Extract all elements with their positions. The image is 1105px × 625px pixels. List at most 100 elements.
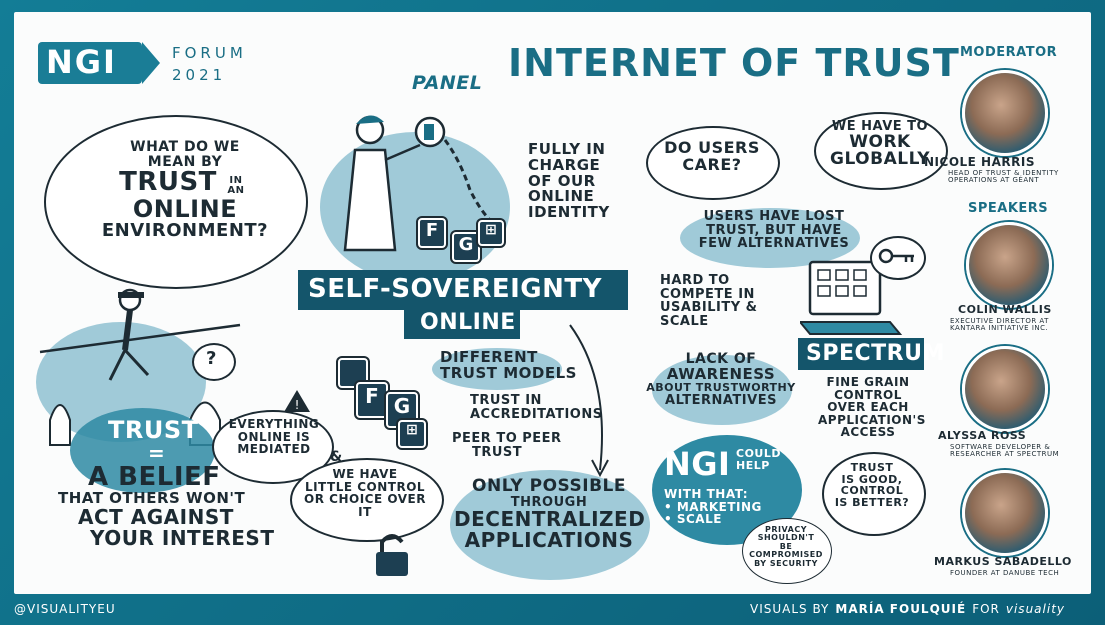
little-control-text: WE HAVE LITTLE CONTROL OR CHOICE OVER IT bbox=[300, 468, 430, 518]
accreditations-text: TRUST IN ACCREDITATIONS bbox=[470, 394, 603, 421]
speaker-name-2: ALYSSA ROSS bbox=[938, 429, 1027, 442]
aware-line4: ALTERNATIVES bbox=[665, 392, 777, 408]
google-letter: G bbox=[458, 234, 474, 255]
control-line1: WE HAVE bbox=[332, 467, 398, 481]
spectrum-banner bbox=[798, 338, 924, 370]
grain-line4: APPLICATION'S bbox=[818, 412, 926, 427]
compete-line2: COMPETE IN bbox=[660, 286, 755, 302]
accred-line1: TRUST IN bbox=[470, 393, 542, 408]
control-line3: OR CHOICE OVER bbox=[304, 492, 426, 507]
help-line2: HELP bbox=[736, 458, 770, 472]
privacy-line4: BY SECURITY bbox=[754, 558, 818, 568]
warning-icon: ! bbox=[284, 390, 310, 412]
decentral-line2: THROUGH bbox=[510, 494, 588, 510]
moderator-heading: MODERATOR bbox=[960, 45, 1058, 60]
decentral-line4: APPLICATIONS bbox=[464, 528, 634, 553]
globally-line2: WORK bbox=[849, 131, 911, 152]
speaker-avatar-1 bbox=[966, 222, 1052, 308]
flow-arrow bbox=[569, 324, 609, 478]
panel-label: PANEL bbox=[412, 72, 483, 94]
good-line1: TRUST bbox=[850, 461, 894, 474]
laptop-illustration bbox=[800, 260, 903, 335]
charge-line1: FULLY IN bbox=[528, 140, 606, 158]
help-line1: COULD bbox=[736, 447, 781, 460]
ngi-help-logo: NGI bbox=[664, 445, 731, 483]
facebook-lock-tile: F bbox=[418, 218, 446, 248]
mediated-line2: ONLINE IS bbox=[237, 429, 311, 444]
belief-line6: YOUR INTEREST bbox=[90, 526, 275, 551]
users-care-text: DO USERS CARE? bbox=[664, 139, 760, 174]
lost-trust-text: USERS HAVE LOST TRUST, BUT HAVE FEW ALTE… bbox=[694, 210, 854, 251]
globally-line1: WE HAVE TO bbox=[831, 119, 929, 134]
trust-models-text: DIFFERENT TRUST MODELS bbox=[440, 348, 577, 382]
ngi-logo-arrow bbox=[142, 42, 160, 84]
grain-line3: OVER EACH bbox=[827, 400, 909, 415]
belief-line4: THAT OTHERS WON'T bbox=[58, 489, 246, 508]
belief-line3: A BELIEF bbox=[88, 462, 221, 493]
footer-credit-brand: visuality bbox=[1005, 602, 1065, 616]
speakers-heading: SPEAKERS bbox=[968, 201, 1049, 216]
awareness-text: LACK OF AWARENESS ABOUT TRUSTWORTHY ALTE… bbox=[636, 352, 806, 408]
decentralized-blob bbox=[450, 470, 650, 580]
privacy-line3: BE COMPROMISED bbox=[749, 541, 823, 560]
models-line1: DIFFERENT bbox=[440, 348, 538, 366]
speaker-role-1: EXECUTIVE DIRECTOR AT KANTARA INITIATIVE… bbox=[950, 317, 1049, 333]
microsoft-icon: ⊞ bbox=[478, 220, 504, 246]
compete-line3: USABILITY & bbox=[660, 300, 758, 316]
belief-line2: = bbox=[148, 441, 166, 466]
with-line3: • SCALE bbox=[664, 512, 722, 527]
mediated-line1: EVERYTHING bbox=[228, 417, 320, 431]
peer-line2: TRUST bbox=[472, 444, 523, 460]
question-mark: ? bbox=[206, 348, 217, 369]
moderator-name: NICOLE HARRIS bbox=[924, 155, 1035, 169]
good-line3: CONTROL bbox=[840, 484, 904, 498]
globally-text: WE HAVE TO WORK GLOBALLY bbox=[830, 120, 930, 169]
decentralized-text: ONLY POSSIBLE THROUGH DECENTRALIZED APPL… bbox=[454, 477, 646, 553]
aware-line2: AWARENESS bbox=[666, 364, 776, 383]
trust-q-line2: MEAN BY bbox=[147, 153, 223, 170]
trust-q-line6: ENVIRONMENT? bbox=[101, 219, 269, 241]
lost-trust-blob bbox=[680, 208, 860, 268]
peer-to-peer-text: PEER TO PEER TRUST bbox=[452, 432, 562, 459]
trust-question-bubble bbox=[44, 115, 308, 289]
footer-handle: @VISUALITYEU bbox=[14, 602, 116, 616]
awareness-blob bbox=[652, 355, 792, 425]
privacy-bubble bbox=[742, 518, 832, 584]
trust-question-text: WHAT DO WE MEAN BY TRUST IN AN ONLINE EN… bbox=[90, 140, 280, 241]
with-that-text: WITH THAT: • MARKETING • SCALE bbox=[664, 488, 762, 526]
belief-line1: TRUST bbox=[108, 416, 199, 444]
models-line2: TRUST MODELS bbox=[440, 363, 577, 382]
online-title: ONLINE bbox=[420, 310, 516, 335]
trust-models-blob bbox=[432, 348, 562, 390]
fine-grain-text: FINE GRAIN CONTROL OVER EACH APPLICATION… bbox=[818, 375, 926, 439]
trust-good-text: TRUST IS GOOD, CONTROL IS BETTER? bbox=[828, 462, 916, 508]
svg-text:!: ! bbox=[295, 398, 300, 412]
moderator-avatar bbox=[962, 70, 1048, 156]
windows-tile: ⊞ bbox=[398, 420, 426, 448]
facebook-tile-letter: F bbox=[365, 384, 379, 408]
speaker-role-3: FOUNDER AT DANUBE TECH bbox=[950, 569, 1060, 577]
privacy-text: PRIVACY SHOULDN'T BE COMPROMISED BY SECU… bbox=[748, 525, 824, 568]
forum-label: FORUM bbox=[172, 44, 247, 62]
belief-line5: ACT AGAINST bbox=[78, 505, 234, 530]
lost-line2: TRUST, BUT HAVE bbox=[706, 222, 842, 238]
with-line1: WITH THAT: bbox=[664, 487, 749, 501]
charge-line3: OF OUR bbox=[528, 171, 596, 190]
compete-line1: HARD TO bbox=[660, 273, 730, 288]
users-care-bubble bbox=[646, 126, 780, 200]
padlock-icon bbox=[376, 534, 408, 576]
compete-line4: SCALE bbox=[660, 313, 709, 329]
footer-credit-name: MARÍA FOULQUIÉ bbox=[835, 602, 967, 616]
little-control-bubble bbox=[290, 458, 444, 542]
footer-credit-prefix: VISUALS BY bbox=[750, 602, 830, 616]
identity-person-illustration bbox=[343, 115, 492, 252]
grain-line1: FINE GRAIN bbox=[826, 375, 910, 389]
lost-line3: FEW ALTERNATIVES bbox=[698, 236, 850, 252]
footer-credit: VISUALS BY MARÍA FOULQUIÉ FOR visuality bbox=[750, 602, 1065, 616]
could-help-text: COULD HELP bbox=[736, 448, 781, 471]
google-tile-letter: G bbox=[393, 394, 411, 418]
privacy-line2: SHOULDN'T bbox=[757, 533, 815, 543]
decentral-line3: DECENTRALIZED bbox=[454, 507, 646, 532]
care-line2: CARE? bbox=[682, 154, 742, 174]
footer-credit-for: FOR bbox=[972, 602, 1000, 616]
